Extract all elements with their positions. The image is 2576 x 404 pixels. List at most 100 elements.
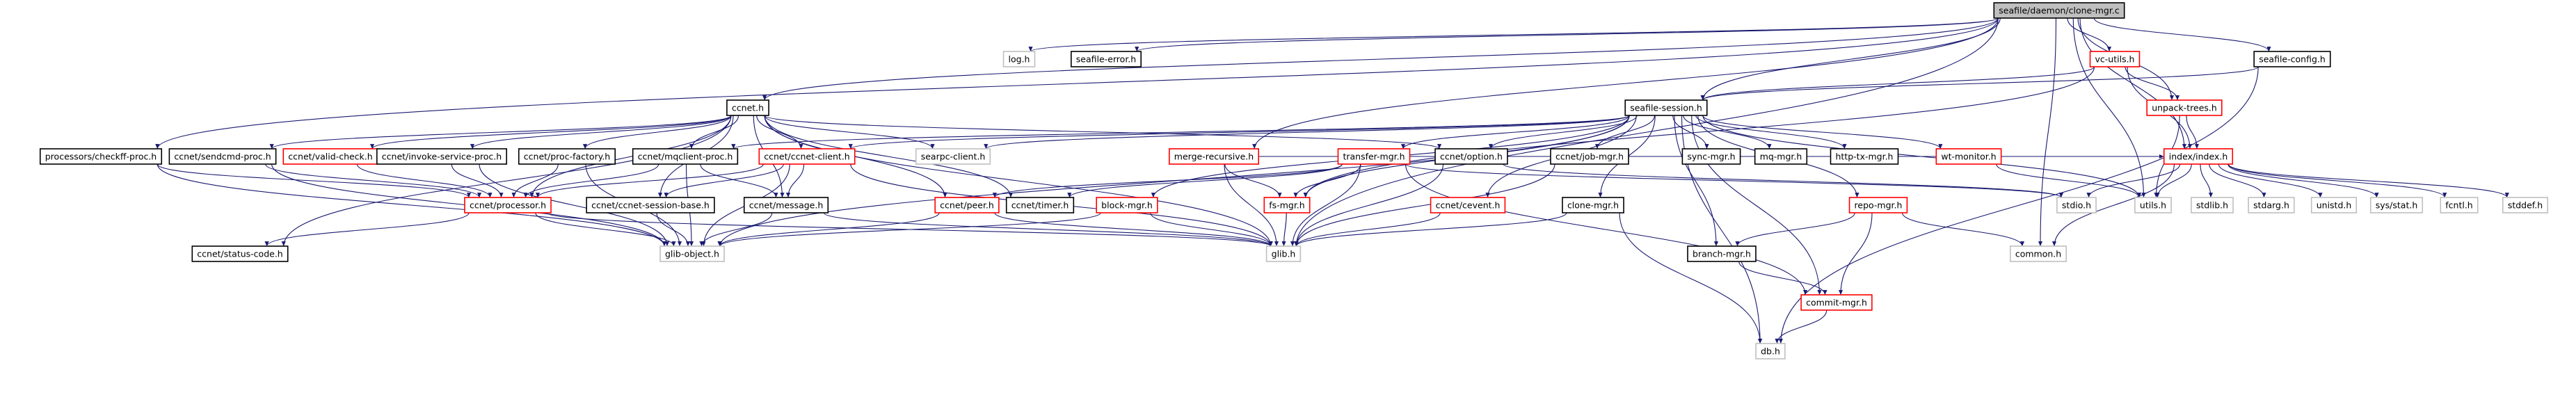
node-label: sync-mgr.h xyxy=(1687,152,1735,162)
node-label: repo-mgr.h xyxy=(1855,200,1903,211)
node-stdlib-h[interactable]: stdlib.h xyxy=(2191,197,2234,213)
node-label: stddef.h xyxy=(2508,200,2543,211)
edge-clone-mgr-c-to-merge-recursive-h xyxy=(1252,17,1999,150)
node-seafile-session-h[interactable]: seafile-session.h xyxy=(1624,99,1708,116)
edge-ccnet-h-to-ccnet-valid-check-h xyxy=(370,115,732,150)
node-label: ccnet/cevent.h xyxy=(1436,200,1501,211)
node-searpc-client-h[interactable]: searpc-client.h xyxy=(915,148,991,165)
edge-index-index-h-to-stdlib-h xyxy=(2200,163,2214,198)
node-glib-object-h[interactable]: glib-object.h xyxy=(659,245,725,262)
edge-index-index-h-to-stddef-h xyxy=(2227,163,2509,198)
edge-index-index-h-to-unistd-h xyxy=(2218,163,2323,198)
node-seafile-config-h[interactable]: seafile-config.h xyxy=(2253,51,2331,67)
node-box xyxy=(915,148,991,165)
node-ccnet-session-base-h[interactable]: ccnet/ccnet-session-base.h xyxy=(586,197,715,213)
node-branch-mgr-h[interactable]: branch-mgr.h xyxy=(1687,245,1757,262)
edge-transfer-mgr-h-to-commit-mgr-h xyxy=(1405,163,1808,296)
node-box xyxy=(586,197,715,213)
node-db-h[interactable]: db.h xyxy=(1755,343,1786,359)
node-http-tx-mgr-h[interactable]: http-tx-mgr.h xyxy=(1830,148,1899,165)
node-transfer-mgr-h[interactable]: transfer-mgr.h xyxy=(1337,148,1411,165)
node-sync-mgr-h[interactable]: sync-mgr.h xyxy=(1681,148,1741,165)
node-ccnet-timer-h[interactable]: ccnet/timer.h xyxy=(1005,197,1075,213)
edge-ccnet-h-to-ccnet-ccnet-client-h xyxy=(756,115,803,150)
node-stdio-h[interactable]: stdio.h xyxy=(2056,197,2097,213)
node-ccnet-valid-check-h[interactable]: ccnet/valid-check.h xyxy=(282,148,378,165)
edge-ccnet-session-base-h-to-glib-object-h xyxy=(656,212,691,247)
node-clone-mgr-c[interactable]: seafile/daemon/clone-mgr.c xyxy=(1993,2,2125,19)
node-stdarg-h[interactable]: stdarg.h xyxy=(2248,197,2295,213)
edge-ccnet-h-to-ccnet-processor-h xyxy=(529,115,732,198)
edge-vc-utils-h-to-fs-mgr-h xyxy=(1303,66,2095,198)
node-label: seafile-session.h xyxy=(1630,103,1702,113)
node-label: utils.h xyxy=(2140,200,2166,211)
node-fs-mgr-h[interactable]: fs-mgr.h xyxy=(1263,197,1311,213)
node-stddef-h[interactable]: stddef.h xyxy=(2502,197,2548,213)
node-fcntl-h[interactable]: fcntl.h xyxy=(2440,197,2479,213)
node-ccnet-processor-h[interactable]: ccnet/processor.h xyxy=(464,197,552,213)
node-glib-h[interactable]: glib.h xyxy=(1265,245,1302,262)
edge-transfer-mgr-h-to-glib-h xyxy=(1290,163,1361,247)
edge-index-index-h-to-fcntl-h xyxy=(2227,163,2447,198)
edge-ccnet-message-h-to-glib-h xyxy=(823,212,1273,247)
node-utils-h[interactable]: utils.h xyxy=(2134,197,2172,213)
edge-index-index-h-to-utils-h xyxy=(2155,163,2192,198)
node-ccnet-status-code-h[interactable]: ccnet/status-code.h xyxy=(191,245,289,262)
node-ccnet-sendcmd-h[interactable]: ccnet/sendcmd-proc.h xyxy=(168,148,277,165)
node-unpack-trees-h[interactable]: unpack-trees.h xyxy=(2146,99,2223,116)
node-label: transfer-mgr.h xyxy=(1343,152,1405,162)
node-repo-mgr-h[interactable]: repo-mgr.h xyxy=(1848,197,1908,213)
edge-ccnet-peer-h-to-glib-object-h xyxy=(717,212,940,247)
node-box xyxy=(1002,51,1036,67)
edge-ccnet-mqclient-h-to-ccnet-processor-h xyxy=(523,163,659,198)
node-seafile-error-h[interactable]: seafile-error.h xyxy=(1070,51,1142,67)
node-box xyxy=(2440,197,2479,213)
node-block-mgr-h[interactable]: block-mgr.h xyxy=(1096,197,1158,213)
node-ccnet-peer-h[interactable]: ccnet/peer.h xyxy=(934,197,1000,213)
node-log-h[interactable]: log.h xyxy=(1002,51,1036,67)
node-commit-mgr-h[interactable]: commit-mgr.h xyxy=(1800,294,1873,311)
node-wt-monitor-h[interactable]: wt-monitor.h xyxy=(1935,148,2002,165)
node-ccnet-mqclient-h[interactable]: ccnet/mqclient-proc.h xyxy=(632,148,739,165)
edge-seafile-config-h-to-db-h xyxy=(1778,66,2259,344)
node-box xyxy=(659,245,725,262)
node-ccnet-option-h[interactable]: ccnet/option.h xyxy=(1434,148,1508,165)
edge-ccnet-option-h-to-stdio-h xyxy=(1503,163,2063,198)
node-processors-checkff-h[interactable]: processors/checkff-proc.h xyxy=(39,148,163,165)
edge-block-mgr-h-to-glib-h xyxy=(1150,212,1273,247)
node-label: ccnet/sendcmd-proc.h xyxy=(174,152,271,162)
node-label: mq-mgr.h xyxy=(1760,152,1802,162)
edge-wt-monitor-h-to-utils-h xyxy=(1996,163,2141,198)
node-label: log.h xyxy=(1009,54,1030,65)
edge-clone-mgr-c-to-common-h xyxy=(2038,17,2057,247)
node-label: seafile/daemon/clone-mgr.c xyxy=(1999,6,2120,16)
node-box xyxy=(2310,197,2358,213)
edge-seafile-session-h-to-mq-mgr-h xyxy=(1683,115,1772,150)
node-ccnet-h[interactable]: ccnet.h xyxy=(726,99,769,116)
node-box xyxy=(1550,148,1629,165)
node-sys-stat-h[interactable]: sys/stat.h xyxy=(2369,197,2424,213)
edge-clone-mgr-c-to-log-h xyxy=(1028,17,1999,52)
node-box xyxy=(1562,197,1624,213)
node-common-h[interactable]: common.h xyxy=(2010,245,2067,262)
edge-seafile-session-h-to-sync-mgr-h xyxy=(1672,115,1709,150)
node-ccnet-job-mgr-h[interactable]: ccnet/job-mgr.h xyxy=(1550,148,1629,165)
node-ccnet-proc-factory-h[interactable]: ccnet/proc-factory.h xyxy=(518,148,616,165)
node-label: ccnet/message.h xyxy=(749,200,824,211)
node-label: db.h xyxy=(1761,346,1780,357)
node-ccnet-message-h[interactable]: ccnet/message.h xyxy=(743,197,829,213)
node-label: common.h xyxy=(2015,249,2061,259)
node-unistd-h[interactable]: unistd.h xyxy=(2310,197,2358,213)
edge-merge-recursive-h-to-glib-h xyxy=(1224,163,1279,247)
node-index-index-h[interactable]: index/index.h xyxy=(2163,148,2234,165)
node-label: clone-mgr.h xyxy=(1567,200,1619,211)
node-clone-mgr-h[interactable]: clone-mgr.h xyxy=(1562,197,1624,213)
node-ccnet-ccnet-client-h[interactable]: ccnet/ccnet-client.h xyxy=(758,148,856,165)
node-merge-recursive-h[interactable]: merge-recursive.h xyxy=(1169,148,1259,165)
node-vc-utils-h[interactable]: vc-utils.h xyxy=(2089,51,2141,67)
node-ccnet-invoke-h[interactable]: ccnet/invoke-service-proc.h xyxy=(376,148,508,165)
node-box xyxy=(1848,197,1908,213)
node-label: processors/checkff-proc.h xyxy=(45,152,157,162)
node-ccnet-cevent-h[interactable]: ccnet/cevent.h xyxy=(1430,197,1506,213)
node-mq-mgr-h[interactable]: mq-mgr.h xyxy=(1754,148,1808,165)
